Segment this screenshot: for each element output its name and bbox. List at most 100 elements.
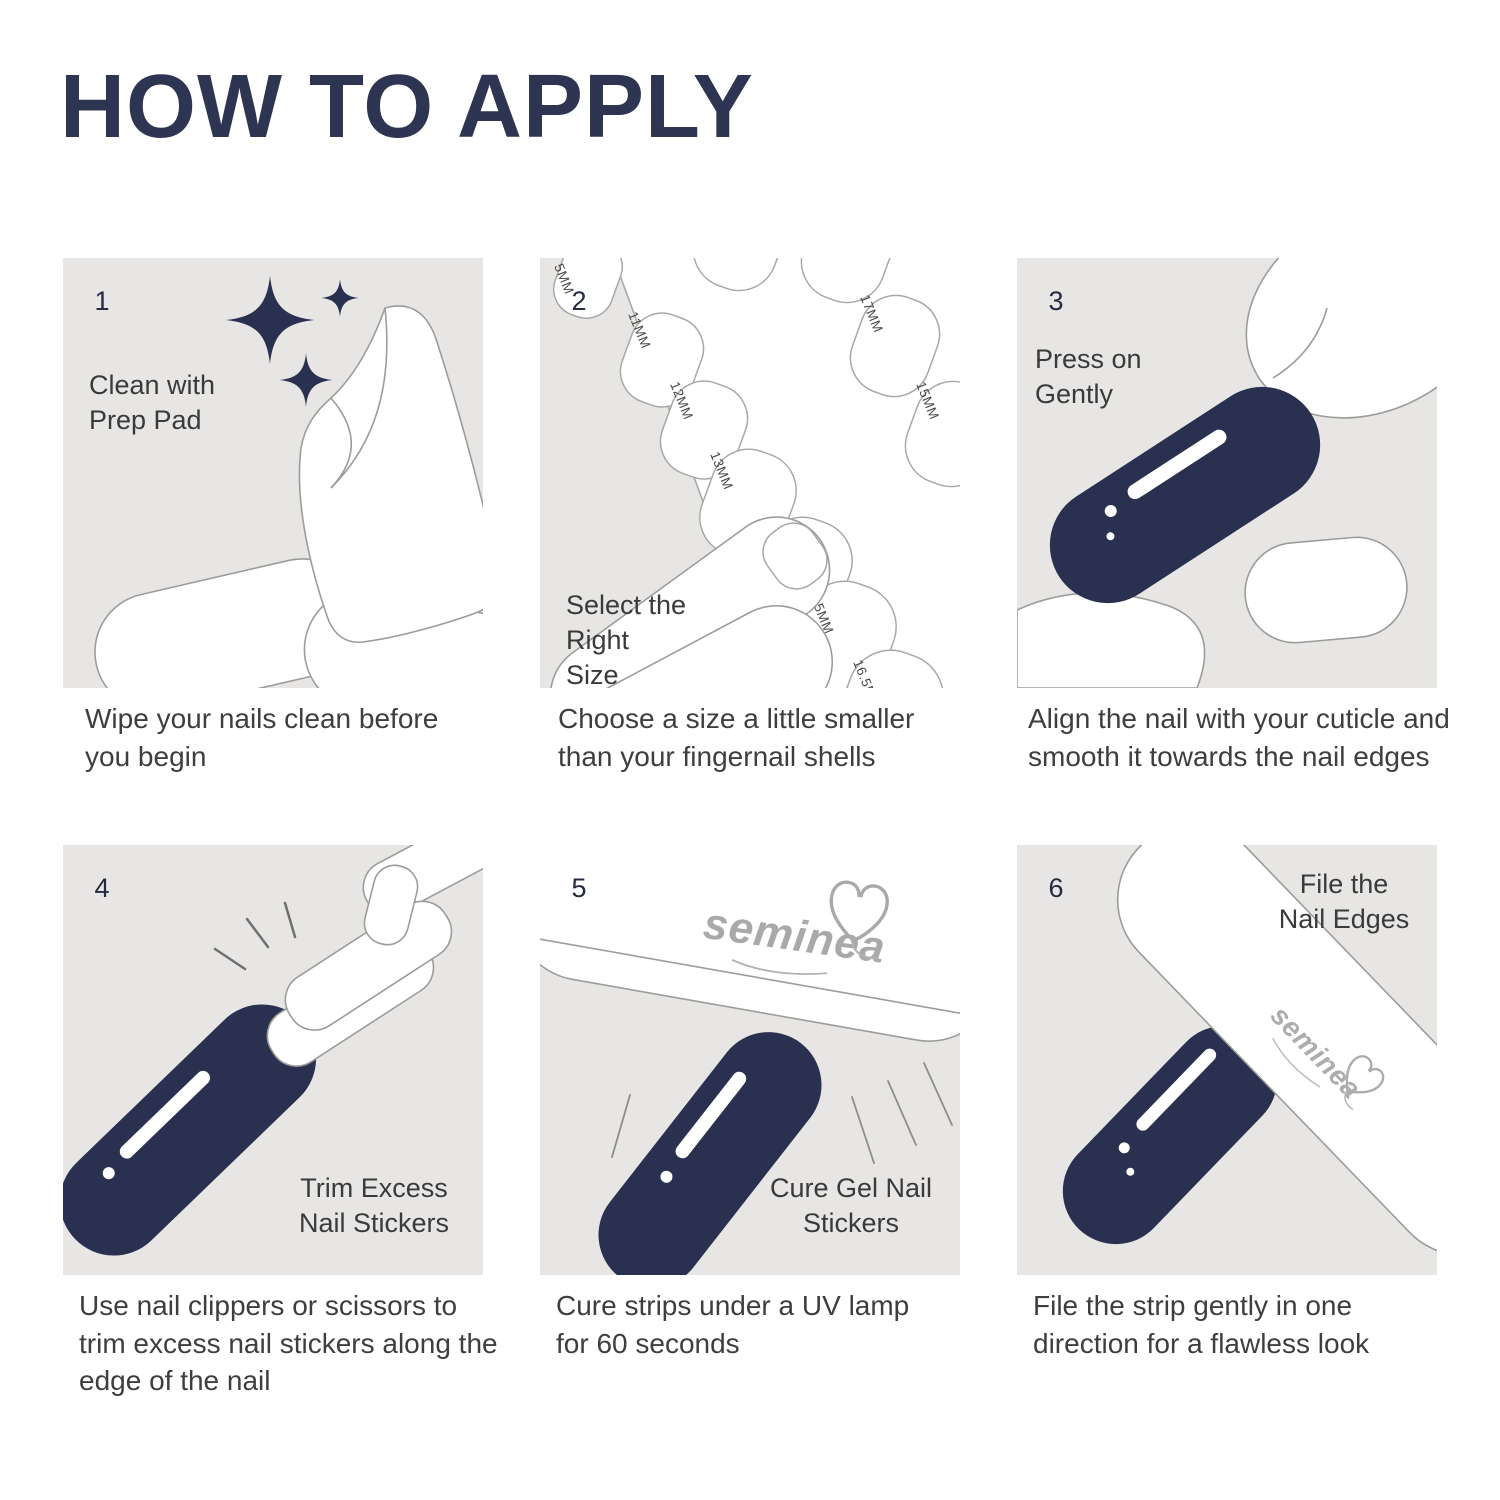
sparkle-icon <box>279 353 333 407</box>
heart-icon <box>829 880 889 943</box>
uv-ray <box>923 1062 953 1126</box>
nail-sticker <box>598 1032 822 1275</box>
step-panel-5: seminea 5 Cure Gel Nail Stickers <box>540 845 960 1275</box>
nail-sticker <box>63 1004 317 1256</box>
step-number: 2 <box>571 285 587 316</box>
thumb <box>1244 536 1408 644</box>
step-number-badge: 6 <box>1033 865 1079 911</box>
uv-lamp-body <box>540 845 960 1042</box>
uv-lamp-opening <box>540 934 960 1020</box>
step-2-illustration: 5MM 11MM 12MM 13MM 14 MM 15.5MM 16.5MM 1… <box>540 258 960 688</box>
nail-highlight-dot <box>1118 1142 1130 1154</box>
nail-highlight-dot <box>102 1167 115 1180</box>
nail-sticker-outline <box>849 294 941 398</box>
step-panel-1: 1 Clean with Prep Pad <box>63 258 483 688</box>
step-label: Press on Gently <box>1035 344 1142 410</box>
step-number: 4 <box>94 872 110 903</box>
prep-pad-body <box>298 305 483 643</box>
nail-sticker-outline <box>552 258 624 319</box>
step-number: 1 <box>94 285 110 316</box>
logo-tagline-flourish <box>1272 1037 1321 1088</box>
fingernail <box>762 522 828 590</box>
nail-sticker-outline <box>619 312 705 408</box>
uv-ray <box>611 1094 631 1158</box>
spark-line <box>283 901 297 939</box>
nail-sticker-outline <box>836 649 944 688</box>
step-4-illustration <box>63 845 483 1256</box>
hand <box>1017 592 1206 688</box>
step-panel-2: 5MM 11MM 12MM 13MM 14 MM 15.5MM 16.5MM 1… <box>540 258 960 688</box>
nail-highlight-dot <box>660 1170 673 1183</box>
sparkles <box>225 275 359 407</box>
step-number-badge: 2 <box>556 278 602 324</box>
nail-sticker-outline <box>904 380 960 488</box>
uv-lamp <box>540 845 960 1042</box>
nail-highlight-dot <box>1126 1167 1135 1176</box>
step-5-illustration: seminea <box>540 845 960 1275</box>
prep-pad-fold <box>330 307 388 489</box>
step-number-badge: 4 <box>79 865 125 911</box>
nail-highlight <box>1136 1048 1217 1131</box>
nail-clipper <box>266 845 483 1067</box>
step-caption: Cure strips under a UV lamp for 60 secon… <box>556 1290 910 1359</box>
prep-pad-fold <box>330 397 353 489</box>
nail-sticker-outline <box>659 380 749 480</box>
logo-flourish <box>1344 1090 1354 1111</box>
step-3-illustration <box>1017 258 1437 688</box>
step-caption: Choose a size a little smaller than your… <box>558 703 915 772</box>
finger <box>540 605 834 688</box>
step-number: 3 <box>1048 285 1064 316</box>
page-title: HOW TO APPLY <box>60 57 754 157</box>
step-number-badge: 5 <box>556 865 602 911</box>
hand <box>540 516 834 688</box>
nail-highlight <box>1127 429 1227 500</box>
step-number-badge: 1 <box>79 278 125 324</box>
step-label: Select the Right Size <box>566 590 687 688</box>
nail-highlight-dot <box>1106 532 1115 541</box>
nail-sticker <box>1049 386 1321 604</box>
step-panel-6: seminea 6 File the Nail Edges <box>1017 845 1437 1275</box>
sparkle-icon <box>321 279 359 317</box>
trim-spark-lines <box>213 901 297 971</box>
uv-ray <box>887 1080 917 1146</box>
step-6-illustration: seminea <box>1062 845 1437 1257</box>
nail-sticker-outline <box>800 258 896 304</box>
step-panel-3: 3 Press on Gently <box>1017 258 1437 688</box>
nail-sticker-body <box>1049 386 1321 604</box>
nail-highlight-dot <box>1104 505 1117 518</box>
step-caption: Wipe your nails clean before you begin <box>85 703 439 772</box>
prep-pad <box>298 305 483 643</box>
nail-sticker-body <box>1062 1025 1278 1245</box>
step-label: Cure Gel Nail Stickers <box>769 1172 933 1238</box>
logo-tagline-flourish <box>731 959 828 975</box>
step-number: 6 <box>1048 872 1064 903</box>
clipper-pin <box>363 864 419 946</box>
step-label: File the Nail Edges <box>1278 869 1410 935</box>
nail-sticker-body <box>63 1004 317 1256</box>
step-caption: File the strip gently in one direction f… <box>1033 1290 1370 1359</box>
clipper-jaw <box>284 900 453 1031</box>
uv-ray <box>851 1096 875 1164</box>
nail-file <box>1116 845 1437 1257</box>
step-caption: Use nail clippers or scissors to trim ex… <box>79 1290 498 1397</box>
nail-sticker <box>1062 1025 1278 1245</box>
spark-line <box>213 947 247 971</box>
logo-flourish <box>850 940 878 960</box>
nail-highlight <box>675 1071 747 1159</box>
step-number-badge: 3 <box>1033 278 1079 324</box>
finger-crease <box>1272 307 1328 379</box>
heart-icon <box>1345 1055 1385 1094</box>
finger <box>1245 258 1437 419</box>
sparkle-icon <box>225 275 315 365</box>
spark-line <box>245 917 270 949</box>
step-label: Trim Excess Nail Stickers <box>298 1172 450 1238</box>
step-number: 5 <box>571 872 587 903</box>
step-caption: Align the nail with your cuticle and smo… <box>1028 703 1450 772</box>
nail-sticker-body <box>598 1032 822 1275</box>
uv-rays <box>611 1062 953 1164</box>
step-1-illustration <box>94 275 483 688</box>
step-panel-4: 4 Trim Excess Nail Stickers <box>63 845 483 1275</box>
step-label: Clean with Prep Pad <box>89 370 216 436</box>
nail-sticker-outline <box>692 258 788 292</box>
